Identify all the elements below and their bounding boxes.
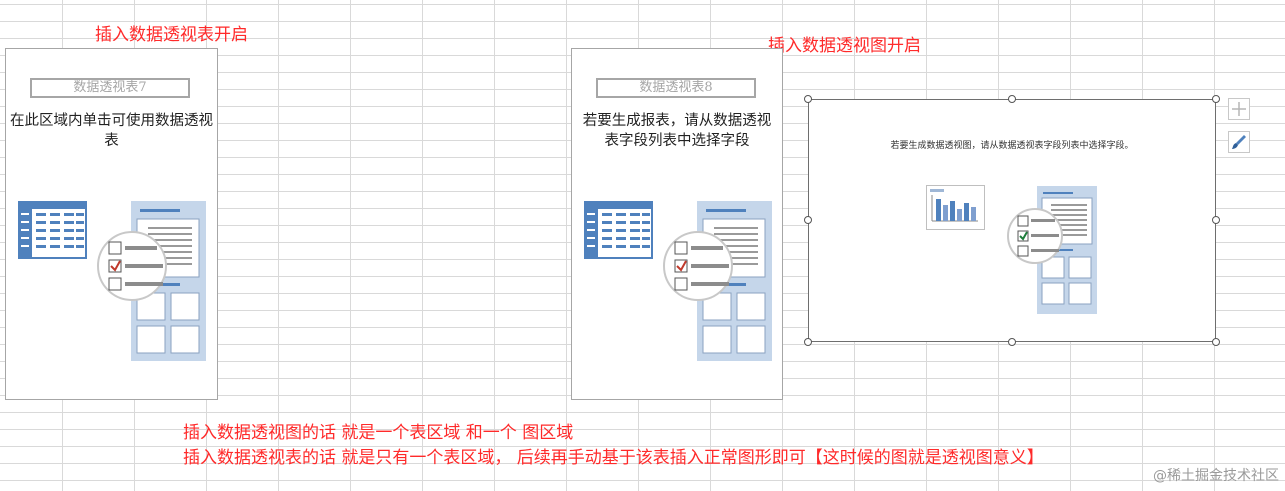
resize-handle-right[interactable]	[1212, 216, 1220, 224]
pivot-chart-message: 若要生成数据透视图，请从数据透视表字段列表中选择字段。	[890, 141, 1134, 151]
pivot-table-8-name: 数据透视表8	[596, 78, 756, 98]
mini-bar-chart-icon	[926, 185, 986, 235]
resize-handle-top[interactable]	[1008, 95, 1016, 103]
pivot-table-7-instruction: 在此区域内单击可使用数据透视表	[10, 113, 213, 149]
pivot-table-7-placeholder[interactable]: 数据透视表7 在此区域内单击可使用数据透视表	[5, 48, 218, 400]
annotation-table-title: 插入数据透视表开启	[95, 25, 248, 45]
pivot-field-list-illustration	[1007, 185, 1107, 319]
resize-handle-top-left[interactable]	[804, 95, 812, 103]
brush-icon	[1232, 135, 1246, 149]
resize-handle-bottom-left[interactable]	[804, 338, 812, 346]
chart-styles-button[interactable]	[1228, 131, 1250, 153]
resize-handle-bottom[interactable]	[1008, 338, 1016, 346]
pivot-chart-placeholder[interactable]: 若要生成数据透视图，请从数据透视表字段列表中选择字段。	[808, 99, 1216, 342]
annotation-chart-title: 插入数据透视图开启	[768, 36, 921, 56]
annotation-note-line2: 插入数据透视表的话 就是只有一个表区域， 后续再手动基于该表插入正常图形即可【这…	[183, 448, 1044, 468]
resize-handle-bottom-right[interactable]	[1212, 338, 1220, 346]
pivot-field-list-illustration	[16, 199, 206, 369]
pivot-table-8-placeholder[interactable]: 数据透视表8 若要生成报表，请从数据透视表字段列表中选择字段	[571, 48, 783, 400]
annotation-note-line1: 插入数据透视图的话 就是一个表区域 和一个 图区域	[183, 423, 574, 443]
resize-handle-top-right[interactable]	[1212, 95, 1220, 103]
pivot-field-list-illustration	[582, 199, 772, 369]
resize-handle-left[interactable]	[804, 216, 812, 224]
plus-icon	[1232, 102, 1246, 116]
pivot-table-7-name: 数据透视表7	[30, 78, 190, 98]
watermark: @稀土掘金技术社区	[1153, 468, 1279, 484]
chart-elements-button[interactable]	[1228, 98, 1250, 120]
pivot-table-8-instruction: 若要生成报表，请从数据透视表字段列表中选择字段	[582, 113, 772, 149]
